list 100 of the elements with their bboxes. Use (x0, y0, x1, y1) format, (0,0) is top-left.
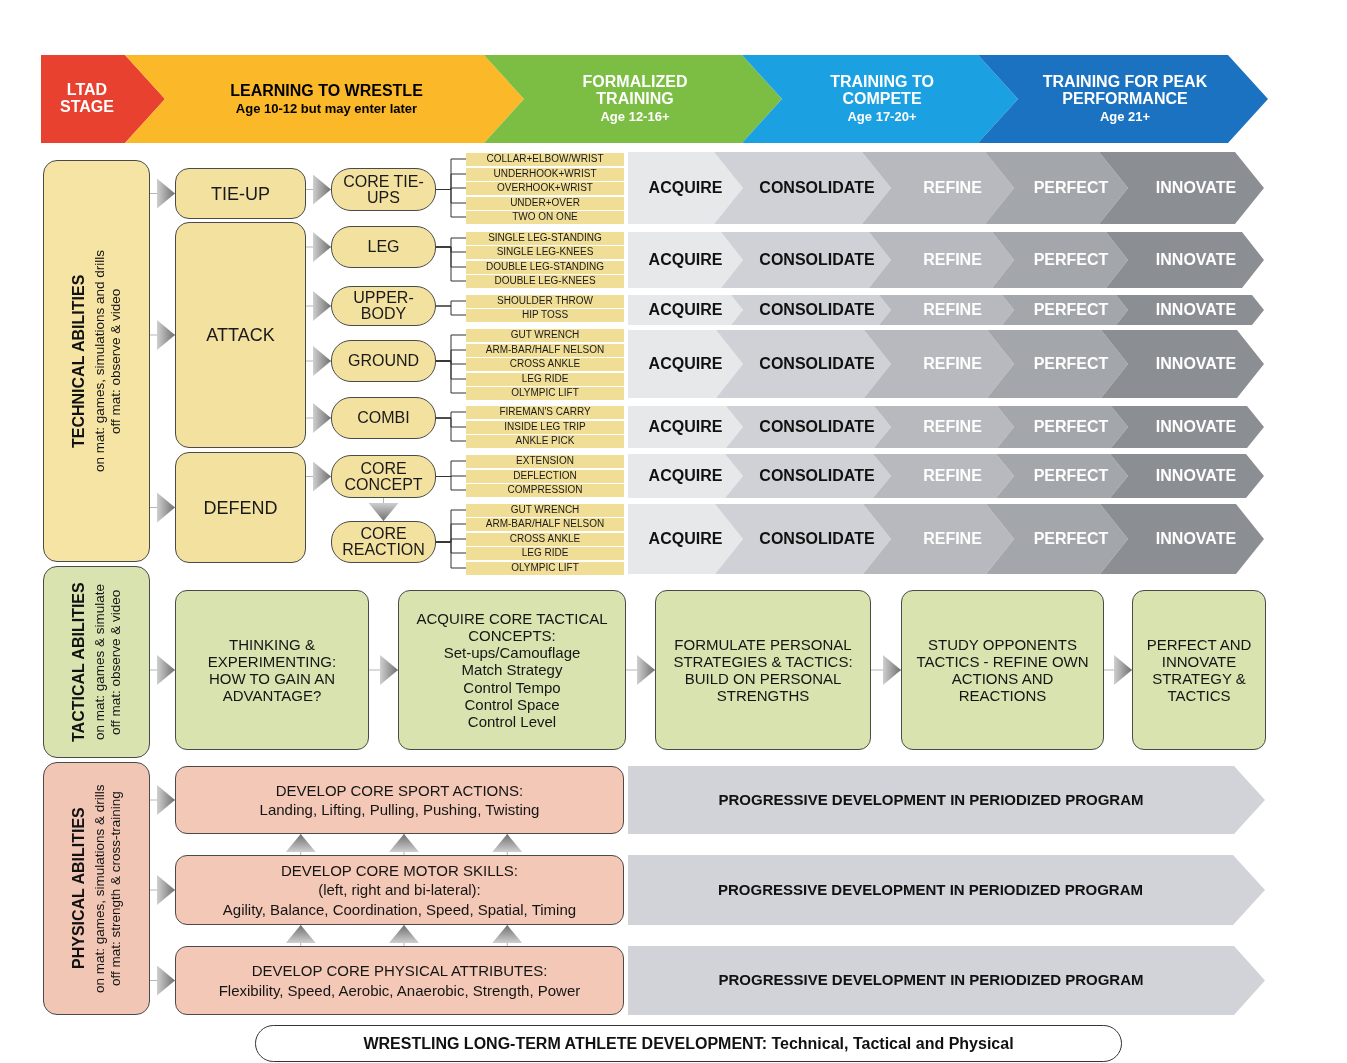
phase-label: CONSOLIDATE (759, 529, 875, 549)
phase-label: REFINE (923, 354, 982, 374)
phase-label: INNOVATE (1155, 466, 1237, 486)
technique-strip (466, 328, 624, 342)
phase-label: CONSOLIDATE (759, 466, 875, 486)
skill-label: COMBI (357, 410, 410, 426)
category-panel (43, 160, 150, 562)
arrow (389, 924, 419, 947)
skill-label: LEG (367, 239, 400, 255)
stage-title: TRAINING FOR PEAK PERFORMANCE (1041, 74, 1209, 108)
physical-step-box (175, 766, 624, 834)
technique-strip (466, 405, 624, 419)
technique-label: EXTENSION (516, 456, 574, 466)
step-detail: Control Space (464, 695, 560, 714)
technique-strip (466, 372, 624, 386)
stage-banner (742, 55, 1018, 143)
technique-strip (466, 561, 624, 575)
category-panel (43, 762, 150, 1015)
arrow (149, 320, 176, 350)
progress-banner (628, 766, 1265, 834)
arrow (149, 875, 176, 905)
age-range: Age 10-12 but may enter later (235, 101, 418, 116)
phase-banner (628, 330, 743, 398)
phase-label: ACQUIRE (648, 417, 723, 437)
skill-pill (331, 521, 436, 563)
technique-label: DEFLECTION (513, 471, 577, 481)
tactical-step-box (901, 590, 1104, 750)
arrow (870, 655, 902, 685)
technique-label: OLYMPIC LIFT (511, 388, 579, 398)
phase-banner (1110, 454, 1264, 498)
arrow (305, 346, 332, 376)
phase-banner (873, 454, 1014, 498)
phase-banner (726, 406, 891, 448)
phase-banner (879, 295, 1014, 325)
technique-strip (466, 454, 624, 468)
step-heading: ACQUIRE CORE TACTICAL CONCEPTS: (415, 609, 609, 645)
category-title: TECHNICAL ABILITIES (69, 273, 88, 450)
phase-label: PERFECT (1033, 178, 1109, 198)
technique-strip (466, 308, 624, 322)
phase-label: PERFECT (1033, 417, 1109, 437)
age-range: Age 17-20+ (847, 109, 917, 124)
category-note: off mat: strength & cross-training (107, 790, 124, 988)
physical-step-box (175, 946, 624, 1015)
arrow (492, 924, 523, 947)
stage-banner (41, 55, 165, 143)
phase-banner (985, 152, 1128, 224)
tactical-step-box (175, 590, 369, 750)
phase-banner (874, 406, 1014, 448)
skill-pill (331, 397, 436, 439)
skill-label: UPPER-BODY (352, 290, 415, 322)
technique-label: LEG RIDE (521, 374, 569, 384)
arrow (305, 291, 332, 321)
category-note: on mat: games, simulations & drills (92, 783, 108, 995)
phase-label: ACQUIRE (648, 529, 723, 549)
technique-strip (466, 231, 624, 245)
technique-strip (466, 420, 624, 434)
progress-label: PROGRESSIVE DEVELOPMENT IN PERIODIZED PROGRAM (718, 789, 1144, 810)
phase-label: INNOVATE (1155, 300, 1237, 320)
phase-label: INNOVATE (1155, 417, 1237, 437)
technique-label: UNDER+OVER (510, 198, 580, 208)
technique-strip (466, 503, 624, 517)
phase-label: REFINE (923, 466, 982, 486)
technique-label: HIP TOSS (521, 310, 569, 320)
phase-label: REFINE (923, 417, 982, 437)
phase-banner (1106, 232, 1264, 288)
arrow (625, 655, 656, 685)
arrow (368, 655, 399, 685)
skill-label: CORE TIE-UPS (342, 173, 425, 206)
technique-strip (466, 357, 624, 371)
skill-pill (331, 340, 436, 382)
step-detail: (left, right and bi-lateral): (318, 880, 481, 900)
phase-banner (996, 454, 1128, 498)
phase-label: PERFECT (1033, 354, 1109, 374)
technique-label: SINGLE LEG-KNEES (496, 247, 594, 257)
caption-text: WRESTLING LONG-TERM ATHLETE DEVELOPMENT: Technical, Tactical and Physical (363, 1033, 1014, 1054)
arrow (1103, 655, 1133, 685)
stage-title: LTAD STAGE (59, 82, 115, 116)
arrow (305, 174, 332, 205)
arrow (368, 497, 399, 522)
physical-step-box (175, 855, 624, 925)
skill-label: GROUND (347, 353, 420, 369)
phase-label: PERFECT (1033, 300, 1109, 320)
category-title: PHYSICAL ABILITIES (69, 806, 88, 972)
phase-label: INNOVATE (1155, 529, 1237, 549)
bracket-line (435, 305, 467, 316)
technique-strip (466, 294, 624, 308)
technique-strip (466, 343, 624, 357)
phase-label: PERFECT (1033, 466, 1109, 486)
technique-strip (466, 260, 624, 274)
technique-strip (466, 152, 624, 166)
step-heading: THINKING & EXPERIMENTING: (206, 635, 338, 670)
skill-pill (331, 226, 436, 268)
step-detail: Control Level (467, 713, 557, 731)
phase-banner (992, 232, 1128, 288)
bracket-line (435, 246, 467, 282)
arrow (149, 492, 176, 523)
technique-label: OVERHOOK+WRIST (497, 183, 593, 193)
technique-label: COLLAR+ELBOW/WRIST (486, 154, 604, 164)
phase-label: ACQUIRE (648, 250, 723, 270)
bracket-line (435, 360, 467, 394)
